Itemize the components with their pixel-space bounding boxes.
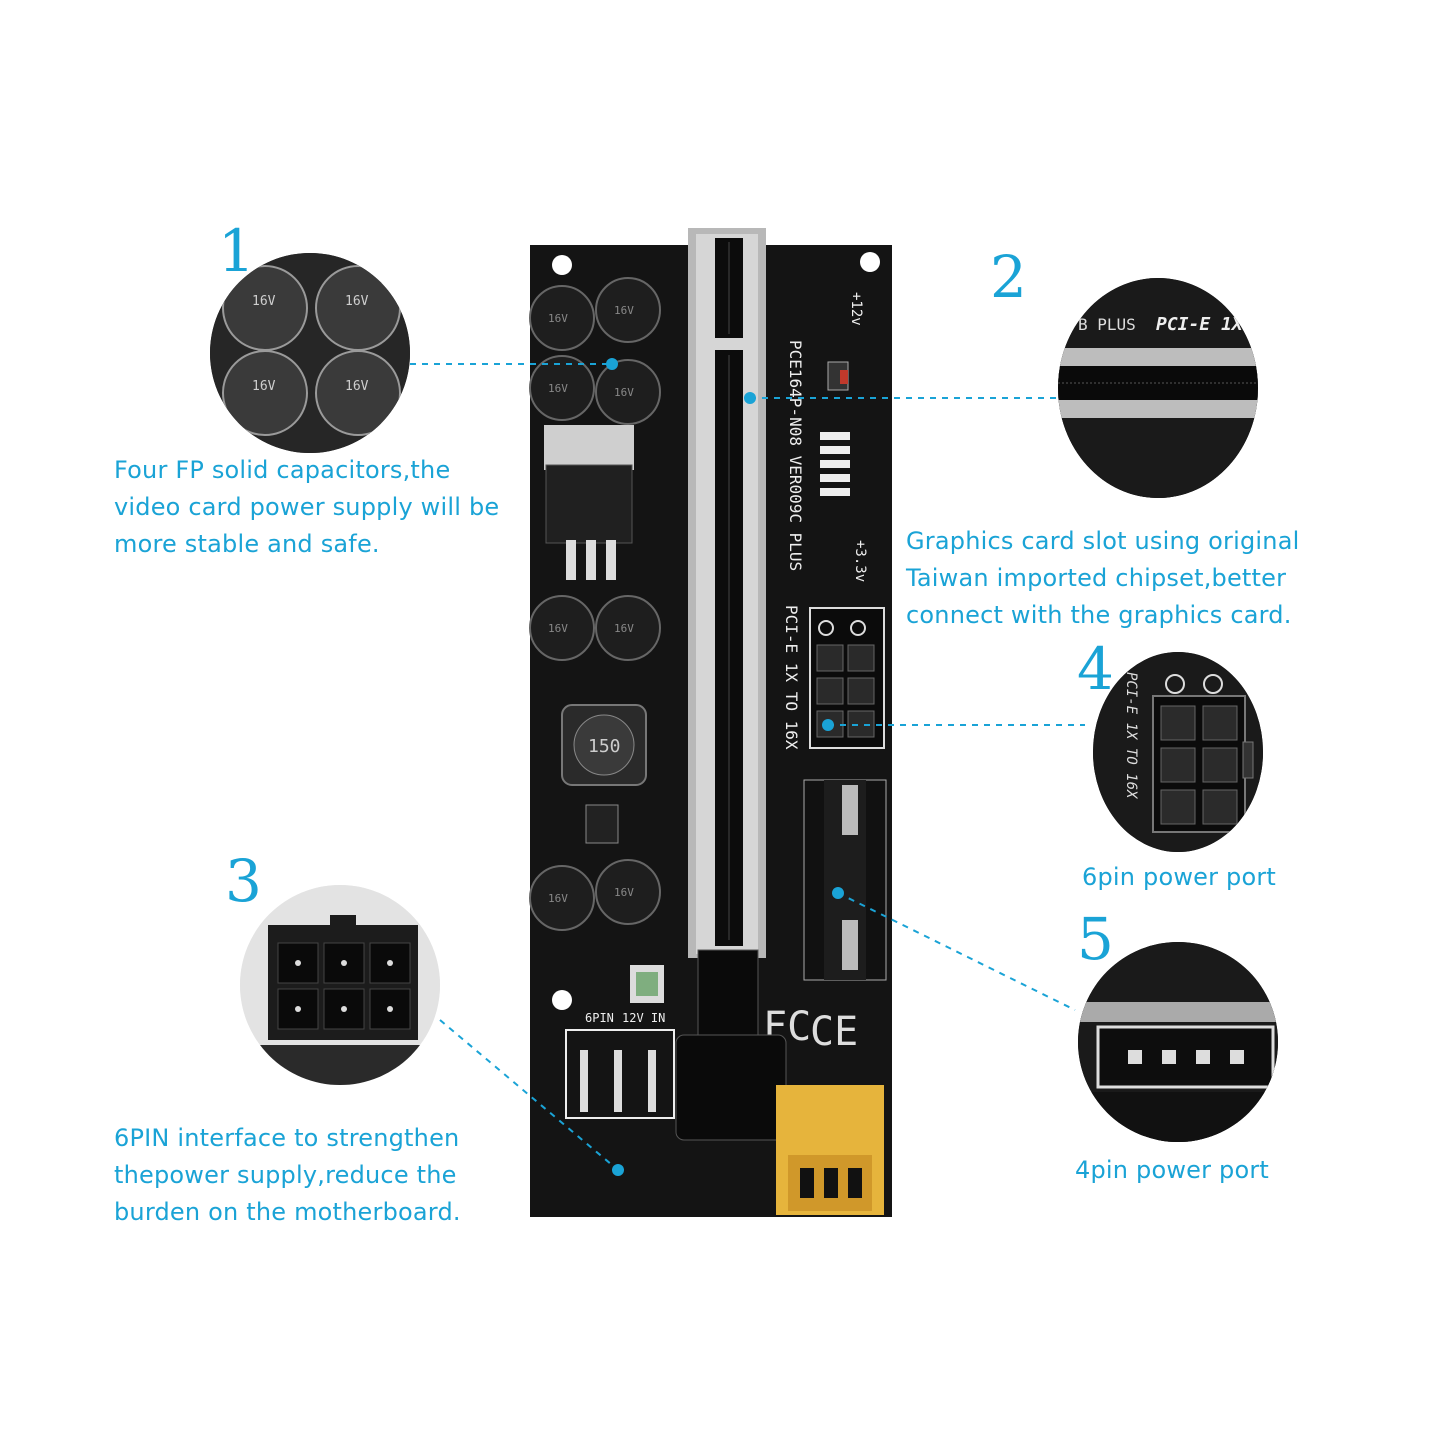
caption-4-line: 6pin power port — [1082, 863, 1277, 891]
caption-5-line: 4pin power port — [1075, 1156, 1270, 1184]
svg-text:16V: 16V — [548, 892, 568, 905]
caption-1: Four FP solid capacitors,the video card … — [114, 452, 499, 563]
caption-1-line: video card power supply will be — [114, 493, 500, 521]
caption-3-line: 6PIN interface to strengthen — [114, 1124, 460, 1152]
svg-text:16V: 16V — [548, 312, 568, 325]
svg-text:16V: 16V — [548, 622, 568, 635]
caption-2-line: connect with the graphics card. — [906, 601, 1292, 629]
board-6pin-label: 6PIN — [585, 1011, 614, 1025]
zoom-6pin-port: PCI-E 1X TO 16X — [1093, 652, 1263, 852]
caption-3-line: burden on the motherboard. — [114, 1198, 461, 1226]
svg-text:16V: 16V — [614, 622, 634, 635]
caption-3-line: thepower supply,reduce the — [114, 1161, 457, 1189]
svg-text:16V: 16V — [345, 294, 369, 309]
caption-1-line: more stable and safe. — [114, 530, 380, 558]
svg-text:16V: 16V — [614, 386, 634, 399]
callout-number-1: 1 — [218, 217, 255, 285]
svg-text:16V: 16V — [548, 382, 568, 395]
caption-1-line: Four FP solid capacitors,the — [114, 456, 451, 484]
svg-text:16V: 16V — [614, 886, 634, 899]
caption-5: 4pin power port — [1075, 1152, 1269, 1189]
board-12v-label: +12v — [848, 292, 864, 326]
callout-number-5: 5 — [1077, 905, 1114, 973]
zoom2-right-label: PCI-E 1X — [1156, 314, 1244, 335]
svg-text:16V: 16V — [614, 304, 634, 317]
zoom-4pin-port — [1078, 942, 1278, 1142]
caption-3: 6PIN interface to strengthen thepower su… — [114, 1120, 461, 1231]
board-port-label: PCI-E 1X TO 16X — [782, 605, 801, 750]
svg-text:16V: 16V — [345, 379, 369, 394]
board-12v-in-label: 12V IN — [622, 1011, 665, 1025]
svg-text:16V: 16V — [252, 379, 276, 394]
caption-2: Graphics card slot using original Taiwan… — [906, 523, 1299, 634]
caption-2-line: Graphics card slot using original — [906, 527, 1300, 555]
zoom2-left-label: B PLUS — [1078, 315, 1136, 334]
zoom-capacitors: 16V 16V 16V 16V — [210, 253, 410, 453]
caption-4: 6pin power port — [1082, 859, 1276, 896]
zoom4-label: PCI-E 1X TO 16X — [1123, 672, 1139, 800]
callout-number-4: 4 — [1077, 635, 1114, 703]
callout-number-3: 3 — [225, 847, 262, 915]
inductor-label: 150 — [588, 736, 621, 757]
callout-number-2: 2 — [990, 243, 1027, 311]
caption-2-line: Taiwan imported chipset,better — [906, 564, 1287, 592]
zoom-pcie-slot: B PLUS PCI-E 1X — [1058, 278, 1258, 498]
zoom-6pin-interface — [240, 885, 440, 1085]
board-3v3-label: +3.3v — [852, 540, 868, 582]
svg-text:16V: 16V — [252, 294, 276, 309]
svg-text:CE: CE — [810, 1009, 858, 1055]
